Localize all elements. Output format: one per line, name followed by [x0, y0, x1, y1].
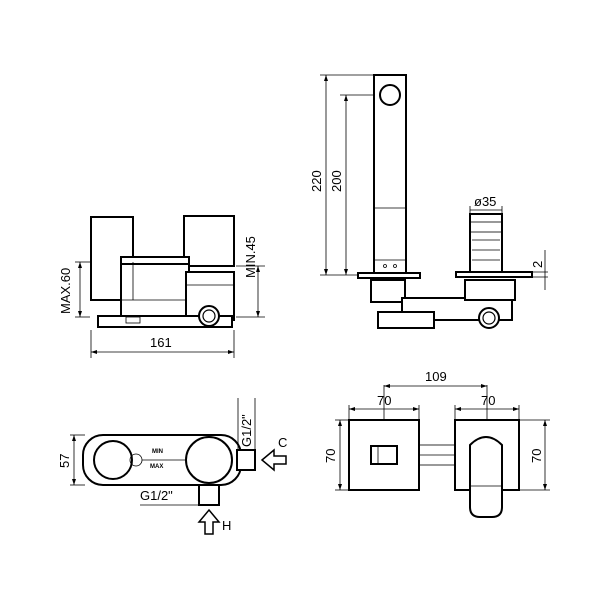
spout-h220-label: 220 [309, 170, 324, 192]
top-height-label: 57 [57, 454, 72, 468]
front-left-height-label: 70 [323, 449, 338, 463]
side-width-label: 161 [150, 335, 172, 350]
front-left-width-label: 70 [377, 393, 391, 408]
top-max-text: MAX [150, 464, 163, 470]
top-side-inlet [236, 449, 256, 471]
front-handle [469, 436, 503, 518]
spout-outlet-circle [478, 307, 500, 329]
front-right-width-label: 70 [481, 393, 495, 408]
top-bottom-inlet [198, 484, 220, 506]
side-right-block [183, 215, 235, 267]
side-max-label: MAX.60 [58, 268, 73, 314]
spout-offset-label: 2 [530, 261, 545, 268]
spout-column [373, 74, 407, 276]
spout-h200-label: 200 [329, 170, 344, 192]
top-right-port [185, 436, 233, 484]
top-left-port [93, 440, 133, 480]
valve-cartridge [469, 213, 503, 273]
cold-label: C [278, 435, 287, 450]
top-view: MIN MAX 57 G1/2" C G1/2" H [57, 398, 287, 535]
side-outlet-inner [202, 309, 216, 323]
side-center-body [120, 261, 190, 318]
side-outlet-circle [198, 305, 220, 327]
hot-label: H [222, 518, 231, 533]
front-spout-outlet [370, 445, 398, 465]
top-inlet-bottom-label: G1/2" [140, 488, 173, 503]
spout-view: 220 200 ø35 2 [309, 74, 548, 329]
front-center-dist-label: 109 [425, 369, 447, 384]
side-min-label: MIN.45 [243, 236, 258, 278]
front-right-height-label: 70 [529, 449, 544, 463]
spout-aerator [379, 84, 401, 106]
spout-flange [357, 272, 421, 279]
cold-arrow [260, 448, 287, 472]
top-min-text: MIN [152, 449, 163, 455]
side-view: MAX.60 MIN.45 161 [58, 215, 265, 358]
side-top-strip [120, 256, 190, 265]
side-base-plate [97, 315, 233, 328]
top-inlet-top-label: G1/2" [239, 414, 254, 447]
spout-body-lower [370, 279, 406, 303]
spout-diam-label: ø35 [474, 194, 496, 209]
front-view: 109 70 70 70 70 [323, 369, 550, 518]
hot-arrow [197, 508, 221, 535]
